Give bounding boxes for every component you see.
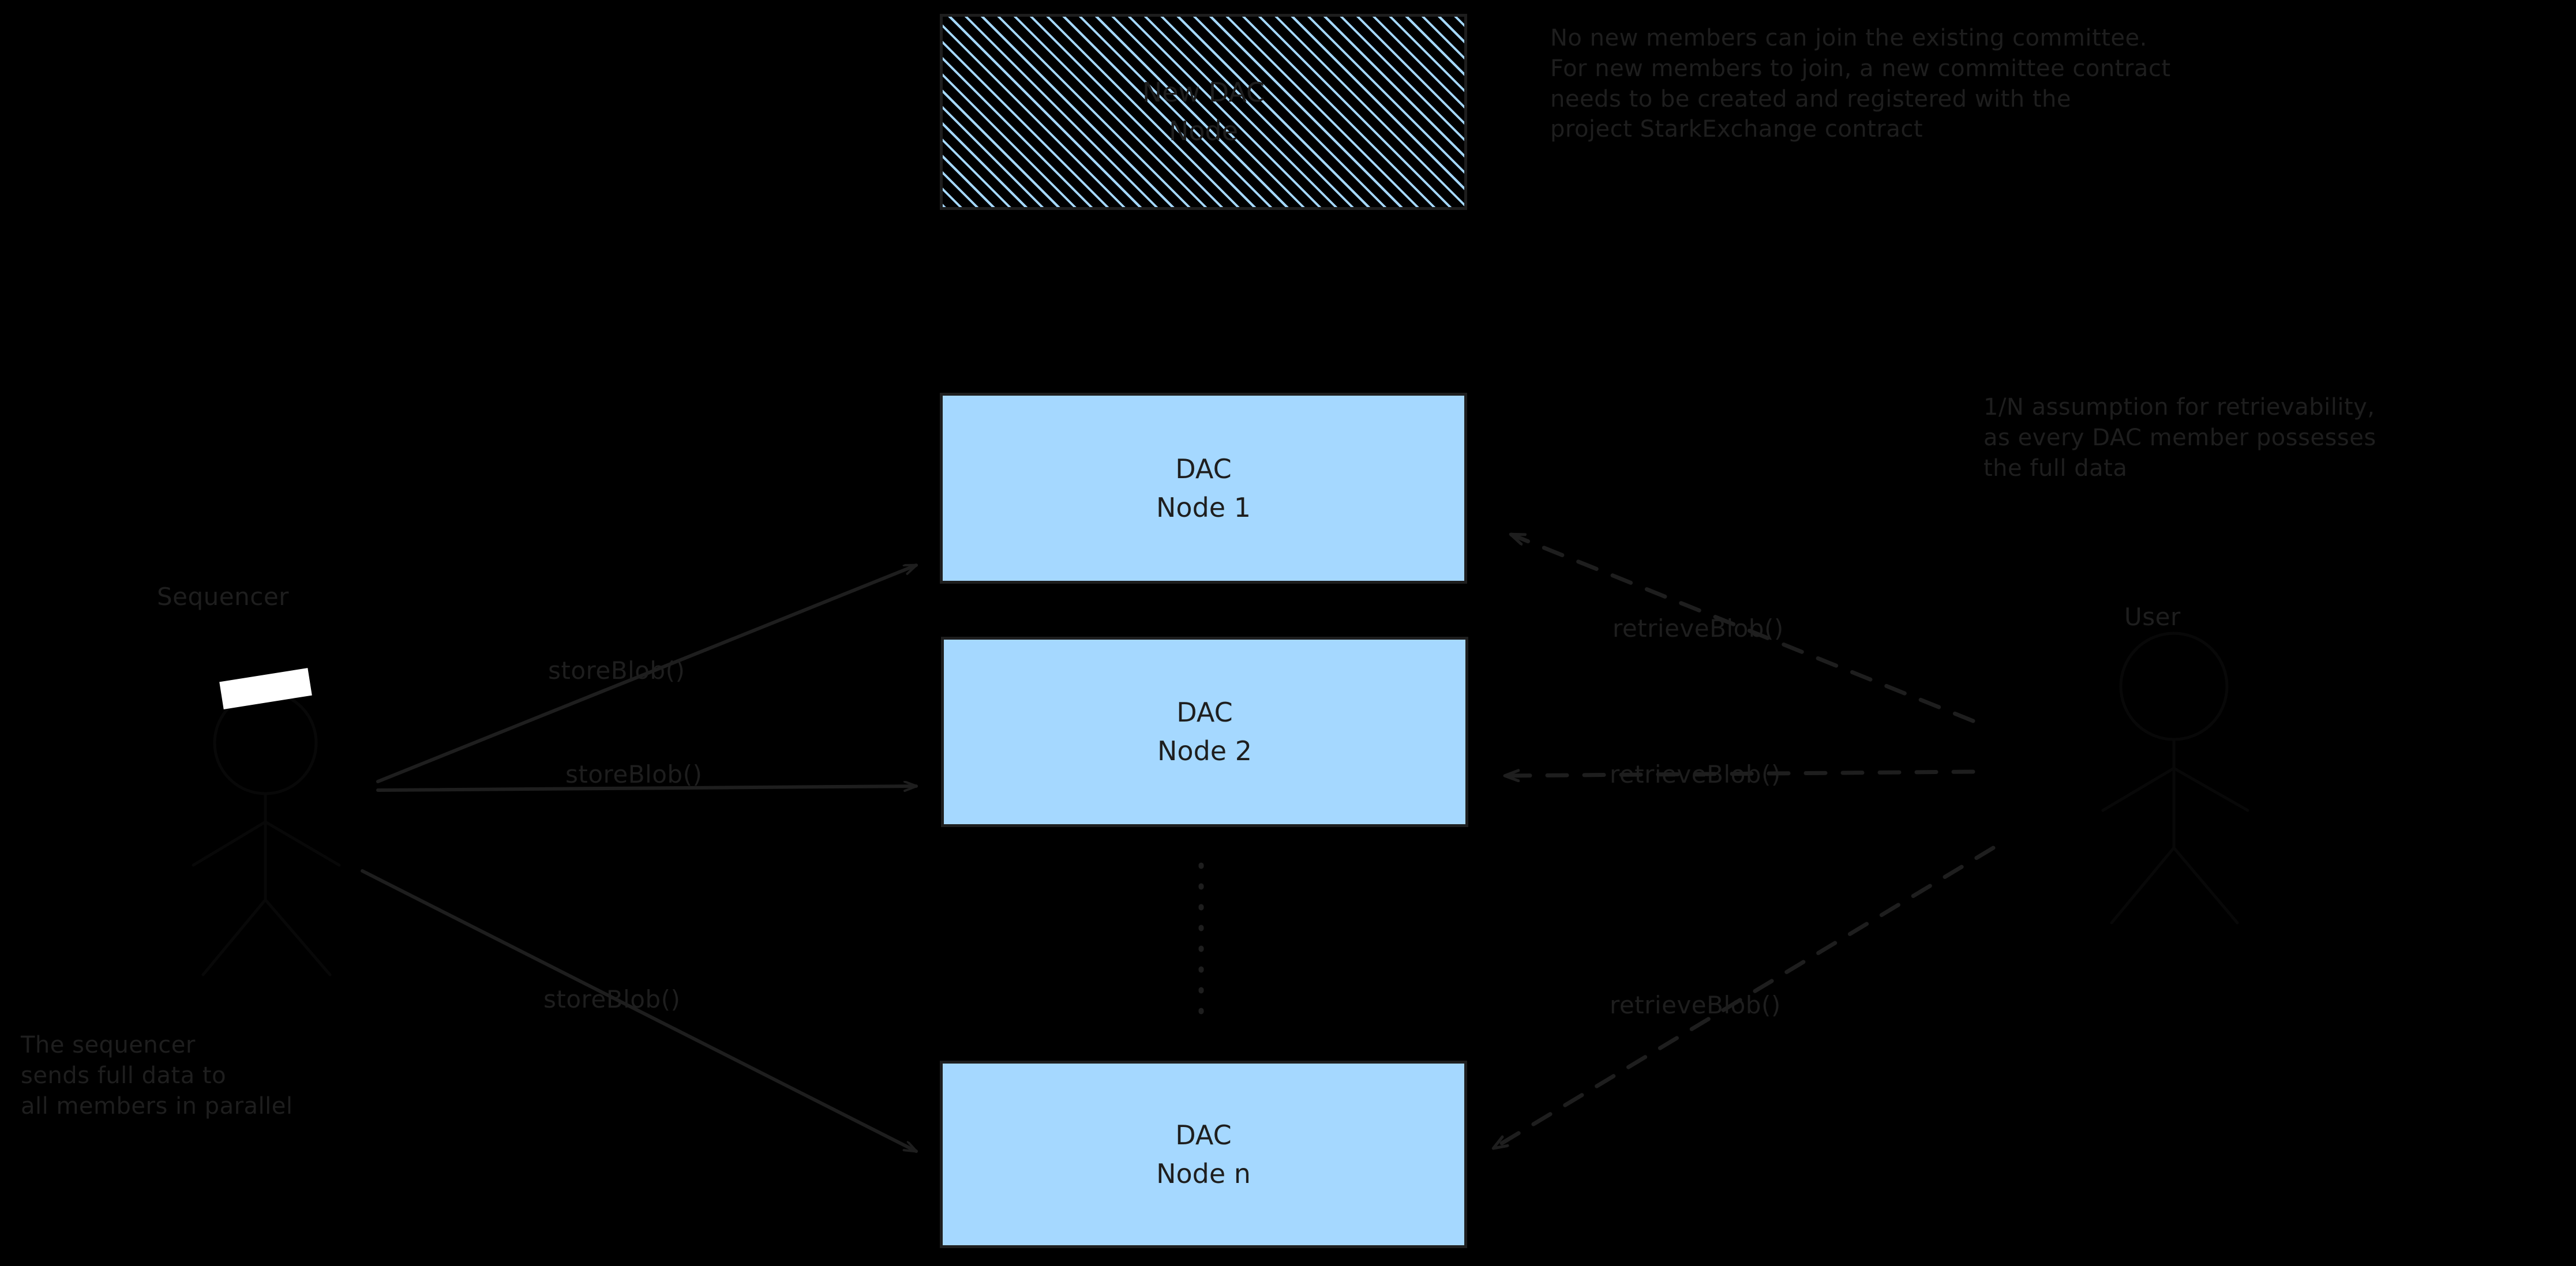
- new-dac-node-box[interactable]: New DAC Node: [940, 14, 1467, 210]
- edge-label-storeblob-noden: storeBlob(): [543, 985, 681, 1013]
- user-stick-figure: [2101, 632, 2249, 925]
- new-dac-node-line2: Node: [1168, 115, 1239, 146]
- user-label: User: [2124, 603, 2181, 631]
- dac-node-n-line2: Node n: [1156, 1158, 1251, 1189]
- dac-node-1-box[interactable]: DAC Node 1: [940, 393, 1467, 584]
- dac-node-n-line1: DAC: [1175, 1119, 1232, 1151]
- sequencer-stick-figure: [192, 690, 341, 976]
- arrow-retrieveblob-noden: [1494, 846, 1996, 1148]
- note-sequencer-parallel-send: The sequencer sends full data to all mem…: [21, 1032, 293, 1120]
- edge-label-retrieveblob-node2: retrieveBlob(): [1610, 760, 1781, 788]
- note-committee-membership: No new members can join the existing com…: [1550, 25, 2171, 143]
- dac-node-2-line2: Node 2: [1157, 735, 1252, 767]
- dac-node-n-box[interactable]: DAC Node n: [940, 1061, 1467, 1248]
- new-dac-node-line1: New DAC: [1142, 77, 1265, 108]
- dac-node-2-line1: DAC: [1176, 697, 1233, 728]
- arrow-storeblob-node2: [376, 786, 918, 790]
- edge-label-storeblob-node1: storeBlob(): [548, 656, 685, 685]
- edge-label-storeblob-node2: storeBlob(): [565, 760, 703, 788]
- arrow-retrieveblob-node1: [1512, 532, 1975, 723]
- dac-node-1-line1: DAC: [1175, 453, 1232, 484]
- dac-node-2-box[interactable]: DAC Node 2: [941, 637, 1468, 827]
- sequencer-label: Sequencer: [157, 583, 289, 611]
- arrow-storeblob-noden: [361, 869, 918, 1153]
- edge-label-retrieveblob-node1: retrieveBlob(): [1613, 614, 1784, 643]
- arrow-storeblob-node1: [376, 563, 918, 783]
- arrow-retrieveblob-node2: [1506, 772, 1975, 776]
- note-retrievability-assumption: 1/N assumption for retrievability, as ev…: [1983, 394, 2376, 482]
- edge-label-retrieveblob-noden: retrieveBlob(): [1610, 991, 1781, 1019]
- dac-node-1-line2: Node 1: [1156, 491, 1251, 523]
